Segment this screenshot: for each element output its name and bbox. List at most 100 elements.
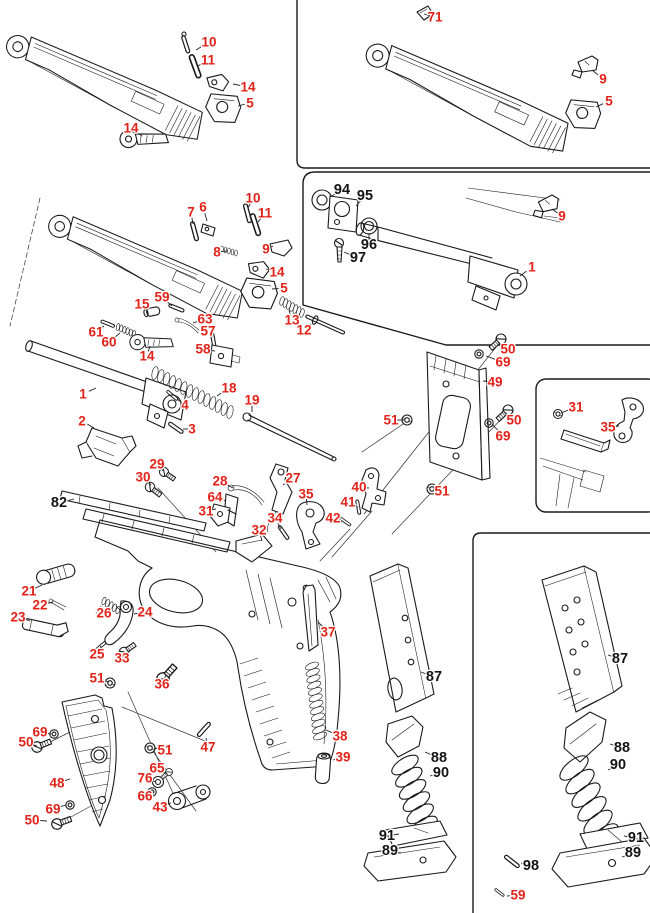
leader-line [161, 770, 168, 775]
leader-line [491, 423, 499, 431]
part-number-label: 50 [500, 342, 515, 357]
part-number-label: 10 [201, 35, 216, 50]
grip-panel [61, 694, 117, 827]
mag-release [36, 563, 76, 585]
part-number-label: 51 [434, 484, 450, 499]
hammer-inset [613, 397, 644, 443]
leader-line [204, 213, 208, 222]
floorplate-insert-center [384, 820, 448, 847]
frame-corner-sketch [539, 457, 605, 509]
part-number-label: 11 [258, 206, 273, 221]
part-number-label: 14 [269, 265, 285, 280]
part-number-label: 14 [123, 121, 139, 136]
part-number-label: 5 [605, 94, 613, 109]
barrel-assembly-main [25, 340, 337, 467]
leader-line [149, 779, 157, 783]
part-number-label: 35 [298, 487, 314, 502]
leader-line [232, 83, 242, 87]
leader-line [133, 612, 141, 615]
leader-line [135, 131, 143, 137]
floorplate-inset [551, 837, 650, 888]
leader-line [623, 835, 631, 838]
leader-line [209, 333, 214, 338]
part-number-label: 51 [89, 671, 105, 686]
leader-line [62, 778, 71, 782]
part-number-label: 1 [528, 260, 536, 275]
hammer [296, 501, 325, 550]
leader-line [237, 103, 245, 107]
part-number-label: 63 [197, 312, 213, 327]
leader-line [609, 743, 617, 747]
part-number-label: 9 [558, 209, 566, 224]
leader-line [392, 833, 400, 836]
leader-line [424, 751, 433, 756]
part-number-label: 76 [137, 771, 153, 786]
leader-line [221, 250, 228, 252]
leader-line [259, 534, 263, 542]
part-number-label: 12 [296, 323, 311, 338]
leader-line [621, 854, 629, 858]
leader-line [343, 251, 352, 256]
leader-line [268, 245, 274, 249]
part-number-label: 57 [200, 324, 215, 339]
barrel-screw [333, 237, 345, 263]
part-number-label: 5 [280, 281, 288, 296]
leader-line [497, 343, 504, 348]
part-number-label: 34 [267, 511, 283, 526]
part-number-label: 43 [152, 800, 168, 815]
part-number-label: 50 [24, 813, 39, 828]
leader-line [551, 208, 558, 214]
locking-block-plunger [209, 344, 241, 368]
part-number-label: 48 [49, 776, 65, 791]
part-number-label: 27 [285, 471, 300, 486]
leader-line [325, 729, 334, 734]
spring-wire [174, 317, 200, 334]
floorplate-insert-inset [579, 822, 649, 852]
part-number-label: 18 [221, 381, 237, 396]
magazine-center [363, 563, 457, 882]
leader-line [420, 671, 429, 676]
leader-line [146, 480, 152, 486]
front-sight [416, 5, 434, 21]
recoil-spring [151, 366, 234, 419]
part-number-label: 36 [154, 677, 170, 692]
part-number-label: 37 [320, 625, 335, 640]
part-number-label: 33 [114, 651, 130, 666]
leader-line [99, 325, 105, 330]
leader-line [163, 674, 167, 681]
leader-line [88, 387, 97, 392]
leader-line [166, 300, 173, 307]
slide-rear-housing [202, 88, 244, 128]
plunger-spring [220, 245, 238, 257]
part-number-label: 69 [32, 725, 47, 740]
slide-assembly-main [37, 202, 346, 368]
part-number-label: 15 [134, 297, 150, 312]
slide-stop [267, 463, 293, 533]
leader-line [30, 743, 38, 747]
part-number-label: 9 [262, 242, 270, 257]
leader-line [265, 268, 273, 272]
leader-line [98, 645, 102, 651]
disconnector [235, 533, 273, 563]
part-number-label: 11 [201, 53, 216, 68]
leader-line [176, 398, 182, 403]
part-number-label: 58 [195, 342, 211, 357]
leader-line [355, 200, 362, 207]
part-number-label: 25 [89, 647, 105, 662]
leader-line [102, 679, 110, 683]
part-number-label: 19 [244, 393, 259, 408]
part-number-label: 91 [379, 828, 395, 844]
part-number-label: 89 [382, 843, 398, 859]
bushing [151, 775, 165, 789]
leader-line [197, 62, 204, 67]
leader-line [192, 320, 200, 324]
leader-line [257, 216, 263, 223]
part-number-label: 21 [21, 584, 37, 599]
part-number-label: 14 [139, 349, 155, 364]
part-number-label: 94 [334, 182, 350, 198]
leader-line [394, 851, 402, 854]
leader-line [519, 270, 527, 277]
leader-line [607, 654, 615, 658]
leader-line [148, 791, 154, 795]
